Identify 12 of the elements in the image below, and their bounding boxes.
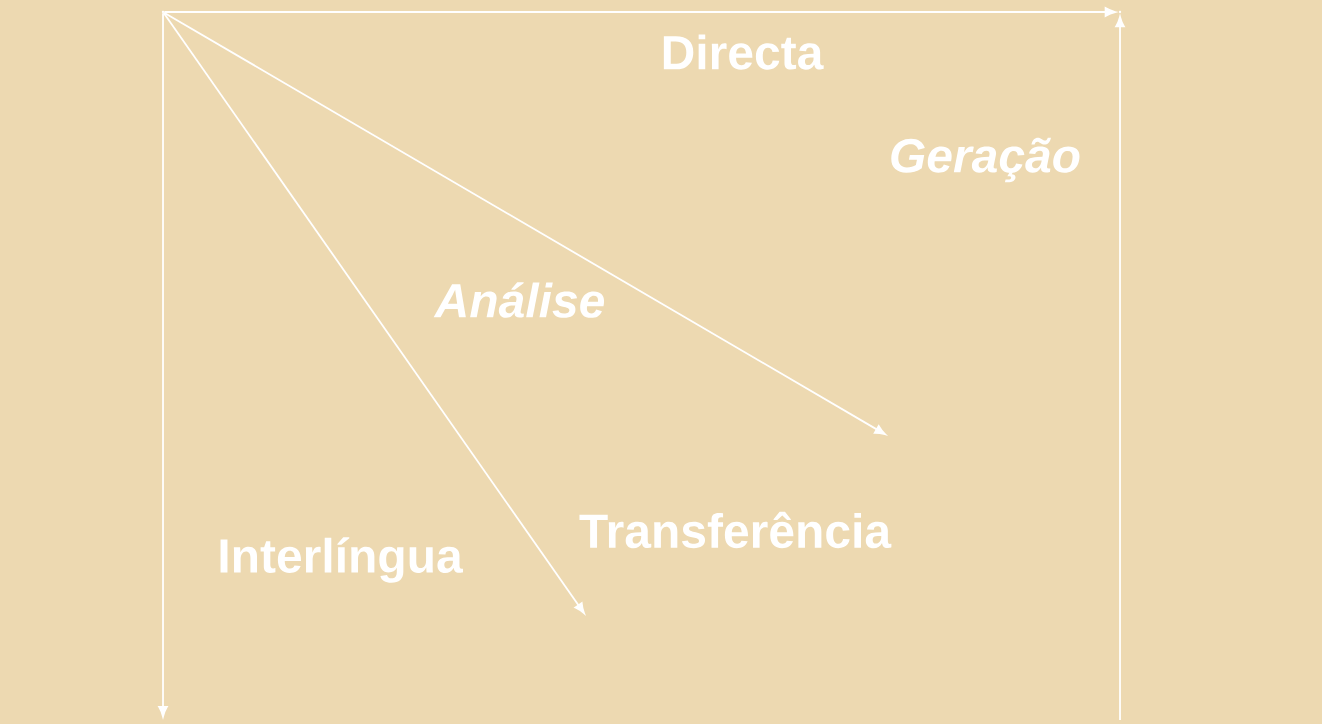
arrow [163, 11, 886, 436]
arrow-origin [161, 10, 165, 14]
arrow [1115, 16, 1125, 721]
level-label: Transferência [579, 511, 892, 549]
arrow-origin [1118, 10, 1122, 14]
level-label: Geração [891, 137, 1080, 183]
arrow [158, 12, 168, 718]
level-label: Análise [433, 282, 605, 318]
arrow [163, 7, 1117, 17]
level-label: Interlíngua [220, 537, 464, 583]
arrow [162, 12, 585, 614]
level-label: Directa [663, 34, 824, 70]
